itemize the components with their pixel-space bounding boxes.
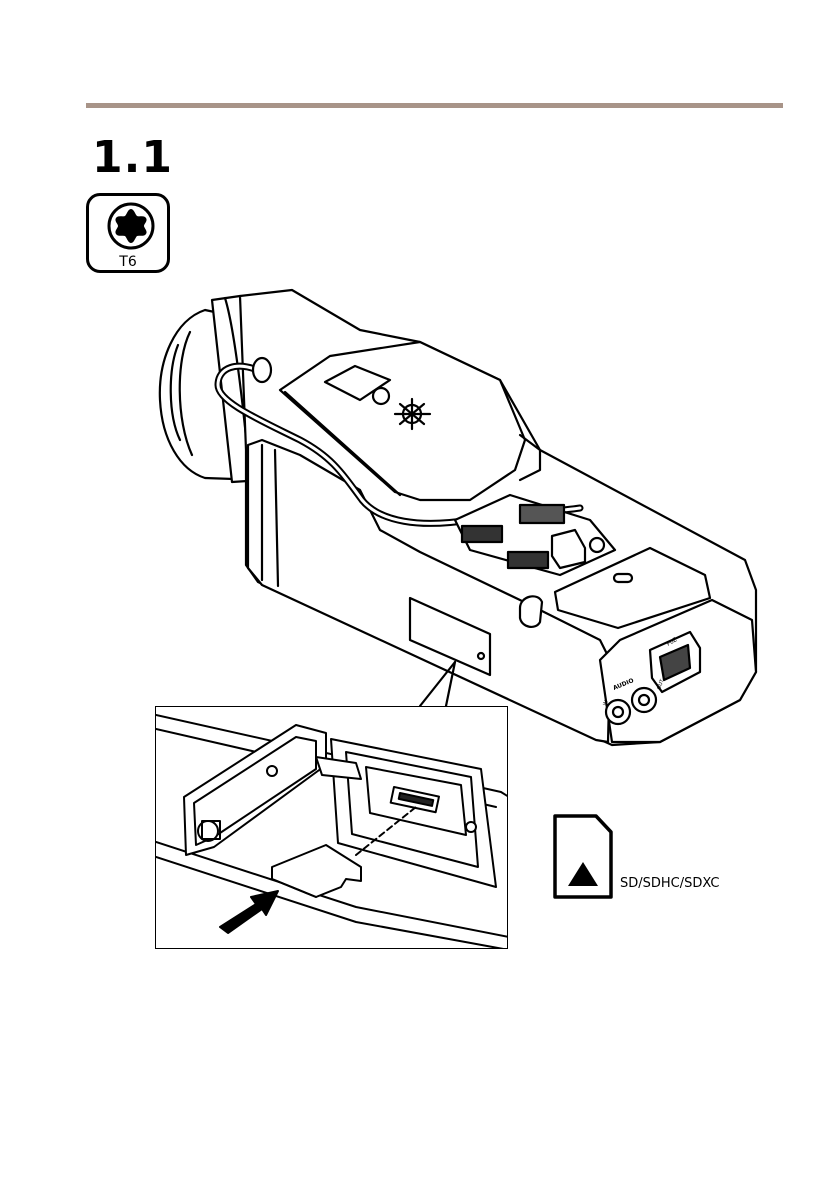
sd-format-label: SD/SDHC/SDXC (620, 876, 719, 892)
sd-slot-detail (155, 706, 508, 949)
sd-card-icon (552, 812, 614, 900)
sd-slot-detail-drawing (156, 707, 508, 949)
